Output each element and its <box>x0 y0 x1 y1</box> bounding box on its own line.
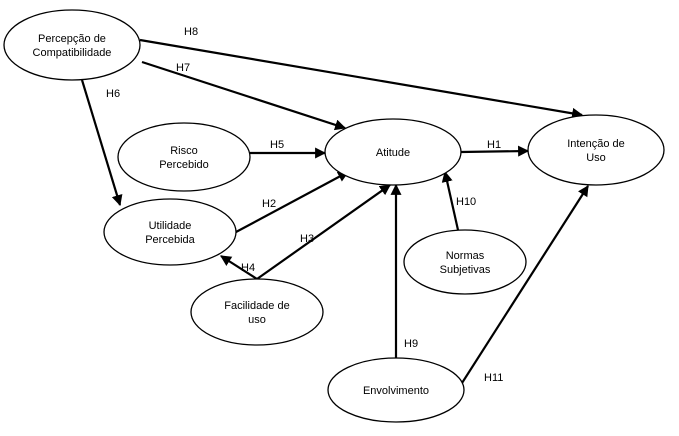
edge-label-h4: H4 <box>241 262 255 274</box>
node-facilidade-ellipse <box>190 278 324 346</box>
node-utilidade-label-line: Percebida <box>145 234 195 246</box>
edge-label-h11: H11 <box>484 372 503 384</box>
node-risco-label-line: Risco <box>170 145 198 157</box>
node-normas-ellipse <box>403 229 527 295</box>
node-percepcao: Percepção de Compatibilidade <box>3 9 141 81</box>
node-envolvimento-label-line: Envolvimento <box>363 385 429 397</box>
edge-h4-arrow <box>220 255 258 280</box>
edge-h10-arrow <box>441 170 460 231</box>
edge-label-h9: H9 <box>404 338 418 350</box>
edge-label-h2: H2 <box>262 198 276 210</box>
node-atitude-ellipse <box>324 118 462 186</box>
node-utilidade-ellipse <box>103 198 237 266</box>
node-envolvimento-ellipse <box>327 357 465 423</box>
node-atitude: Atitude <box>324 118 462 186</box>
edge-label-h5: H5 <box>270 139 284 151</box>
node-intencao-ellipse <box>527 114 665 186</box>
node-percepcao-label-line: Percepção de <box>38 33 106 45</box>
node-intencao: Intenção de Uso <box>527 114 665 186</box>
edge-h3-arrow <box>256 184 391 280</box>
node-intencao-label-line: Uso <box>586 152 606 164</box>
edges-layer <box>80 38 589 384</box>
edge-h11-arrow <box>461 185 589 384</box>
edge-label-h3: H3 <box>300 233 314 245</box>
edge-h7-arrow <box>141 60 347 131</box>
node-risco-ellipse <box>117 122 251 192</box>
node-intencao-label-line: Intenção de <box>567 138 625 150</box>
node-normas-label-line: Normas <box>446 250 485 262</box>
edge-label-h8: H8 <box>184 26 198 38</box>
node-facilidade: Facilidade de uso <box>190 278 324 346</box>
nodes-layer: Percepção de CompatibilidadeRiscoPercebid… <box>3 9 665 423</box>
edge-h2-arrow <box>235 171 349 233</box>
node-facilidade-label-line: Facilidade de <box>224 300 289 312</box>
edge-label-h7: H7 <box>176 62 190 74</box>
edge-label-h1: H1 <box>487 139 501 151</box>
node-envolvimento: Envolvimento <box>327 357 465 423</box>
edge-h1-arrow <box>460 145 530 157</box>
edge-h6-arrow <box>80 79 123 207</box>
node-percepcao-ellipse <box>3 9 141 81</box>
node-facilidade-label-line: uso <box>248 314 266 326</box>
node-atitude-label-line: Atitude <box>376 147 410 159</box>
node-percepcao-label-line: Compatibilidade <box>33 47 112 59</box>
edge-label-h6: H6 <box>106 88 120 100</box>
edge-label-h10: H10 <box>456 196 476 208</box>
node-risco-label-line: Percebido <box>159 159 209 171</box>
node-utilidade-label-line: Utilidade <box>149 220 192 232</box>
node-normas-label-line: Subjetivas <box>440 264 491 276</box>
edge-h8-arrow <box>139 38 584 119</box>
